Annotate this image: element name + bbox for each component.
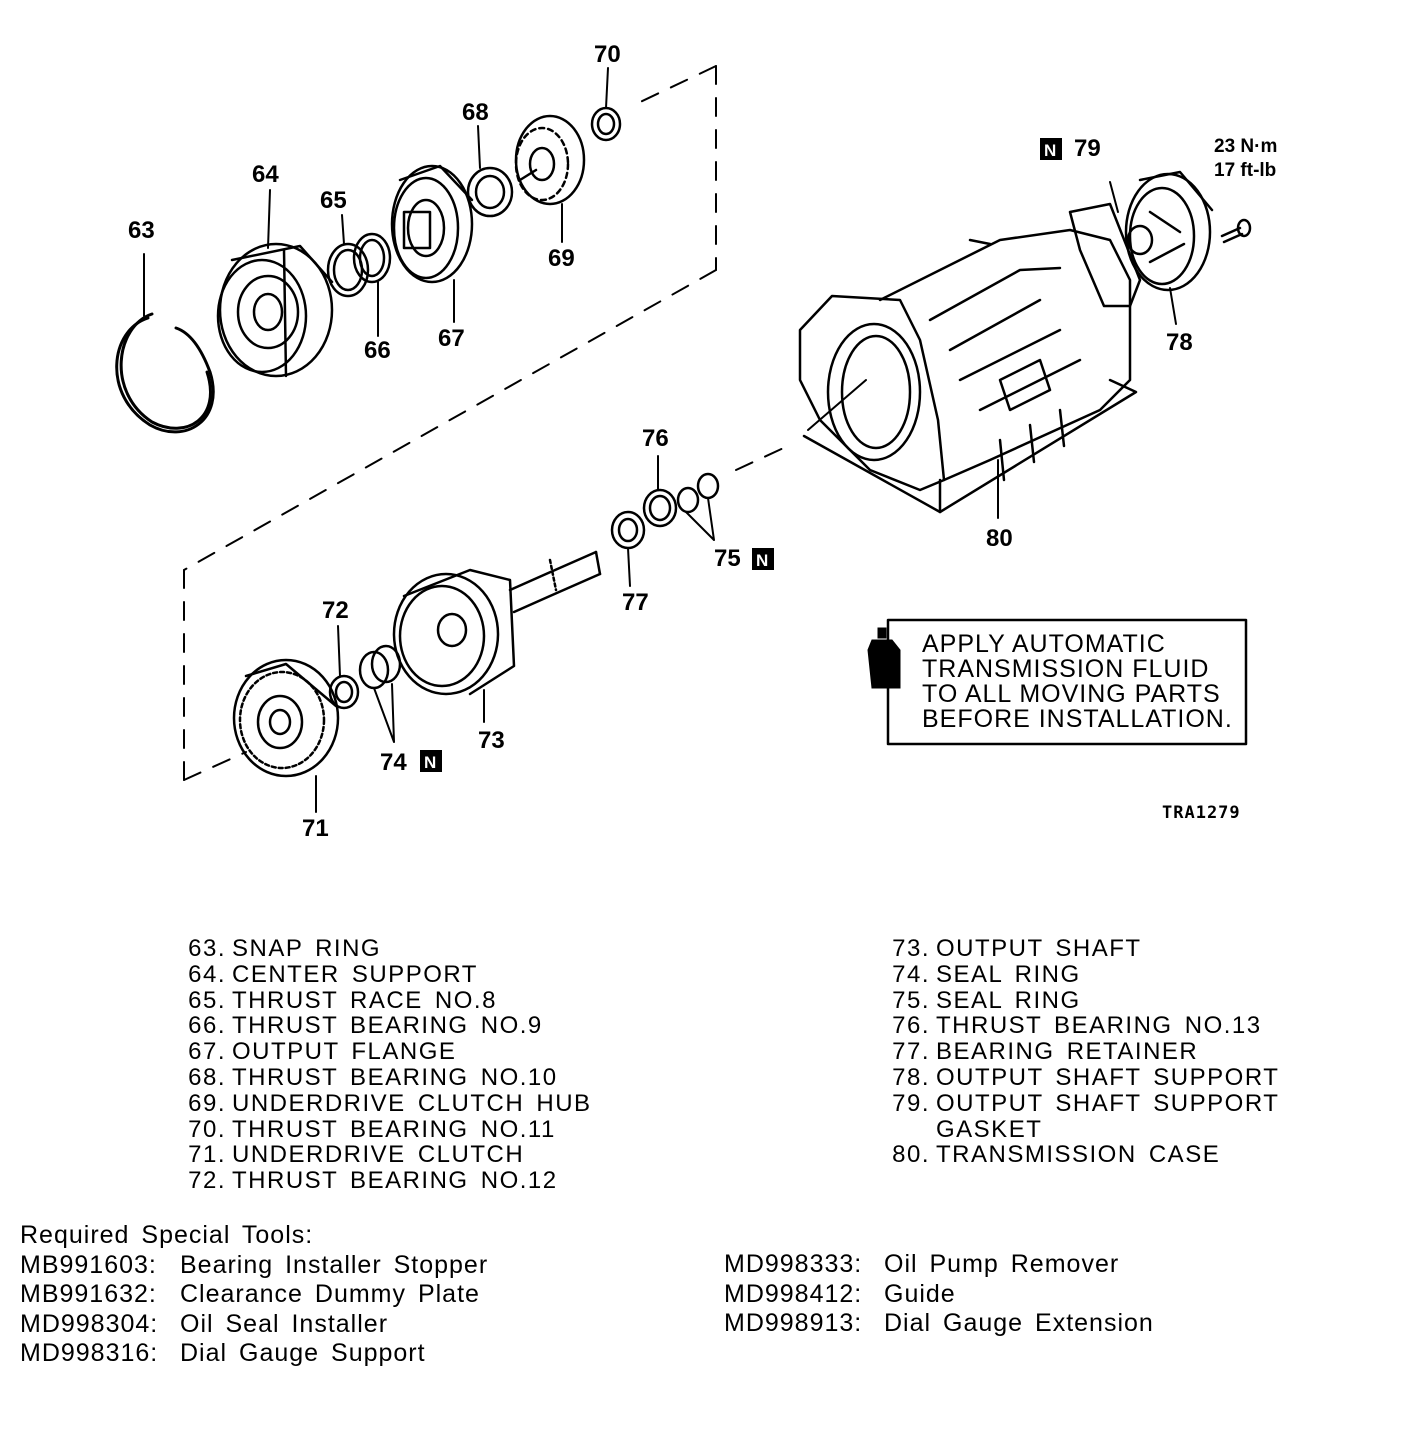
callout-78: 78: [1166, 329, 1193, 356]
callout-79: 79: [1074, 135, 1101, 162]
parts-list-right: 73.OUTPUT SHAFT 74.SEAL RING 75.SEAL RIN…: [884, 936, 1279, 1168]
part-75-seal-ring: [676, 472, 720, 514]
part-74-seal-ring: [358, 644, 402, 690]
part-66-thrust-bearing: [352, 232, 392, 284]
part-item: 79.OUTPUT SHAFT SUPPORT: [892, 1089, 1280, 1117]
callout-63: 63: [128, 217, 155, 244]
bolt: [1220, 218, 1252, 244]
part-item: 70.THRUST BEARING NO.11: [188, 1115, 556, 1143]
fluid-bottle-icon: [867, 627, 901, 689]
torque-ftlb: 17 ft-lb: [1214, 160, 1276, 181]
new-part-mark-75: N: [752, 548, 774, 570]
part-79-gasket: [1068, 202, 1142, 308]
exploded-view-diagram: 63 64 65 66 67 68 69 70 71 72 73 74 75 7…: [115, 41, 1277, 842]
callout-67: 67: [438, 325, 465, 352]
part-item: 71.UNDERDRIVE CLUTCH: [188, 1141, 525, 1169]
note-line-2: TRANSMISSION FLUID: [922, 655, 1209, 683]
part-item: 77.BEARING RETAINER: [892, 1038, 1199, 1066]
part-item: 67.OUTPUT FLANGE: [188, 1038, 457, 1066]
part-item: GASKET: [936, 1115, 1043, 1143]
part-71-underdrive-clutch: [232, 658, 340, 778]
part-73-output-shaft: [392, 550, 602, 696]
alignment-lines: [183, 65, 791, 781]
tool-item: MD998304:Oil Seal Installer: [20, 1309, 389, 1338]
part-80-transmission-case: [798, 228, 1138, 514]
part-72-thrust-bearing: [328, 674, 360, 710]
callout-64: 64: [252, 161, 279, 188]
part-77-bearing-retainer: [610, 510, 646, 550]
tool-item: MD998316:Dial Gauge Support: [20, 1339, 426, 1367]
part-item: 75.SEAL RING: [892, 986, 1081, 1014]
parts-list-left: 63.SNAP RING 64.CENTER SUPPORT 65.THRUST…: [180, 936, 592, 1194]
svg-text:N: N: [1044, 141, 1056, 160]
callout-65: 65: [320, 187, 347, 214]
callout-80: 80: [986, 525, 1013, 552]
part-item: 72.THRUST BEARING NO.12: [188, 1167, 558, 1195]
figure-code: TRA1279: [1162, 803, 1241, 823]
leader-lines: [143, 67, 1177, 813]
tool-item: MB991603:Bearing Installer Stopper: [20, 1250, 489, 1279]
special-tools-left: Required Special Tools: MB991603:Bearing…: [20, 1221, 488, 1369]
part-item: 78.OUTPUT SHAFT SUPPORT: [892, 1063, 1280, 1091]
callout-74: 74: [380, 749, 407, 776]
part-67-output-flange: [390, 164, 474, 284]
tools-heading: Required Special Tools:: [20, 1221, 314, 1249]
part-63-snap-ring: [115, 312, 215, 434]
part-76-thrust-bearing: [642, 488, 678, 528]
part-item: 63.SNAP RING: [188, 935, 382, 962]
note-line-1: APPLY AUTOMATIC: [922, 630, 1166, 658]
torque-nm: 23 N·m: [1214, 136, 1277, 157]
part-68-thrust-bearing: [466, 166, 514, 218]
part-item: 65.THRUST RACE NO.8: [188, 986, 497, 1014]
part-item: 64.CENTER SUPPORT: [188, 960, 478, 988]
tool-item: MB991632:Clearance Dummy Plate: [20, 1280, 480, 1308]
tool-item: MD998333:Oil Pump Remover: [724, 1250, 1120, 1278]
callout-72: 72: [322, 597, 349, 624]
part-item: 76.THRUST BEARING NO.13: [892, 1012, 1262, 1040]
part-item: 69.UNDERDRIVE CLUTCH HUB: [188, 1089, 592, 1117]
part-64-center-support: [216, 242, 334, 378]
tool-item: MD998412:Guide: [724, 1279, 956, 1308]
callout-73: 73: [478, 727, 505, 754]
callout-71: 71: [302, 815, 329, 842]
callout-68: 68: [462, 99, 489, 126]
callout-77: 77: [622, 589, 649, 616]
part-item: 68.THRUST BEARING NO.10: [188, 1063, 558, 1091]
svg-text:N: N: [424, 753, 436, 772]
new-part-mark-79: N: [1040, 138, 1062, 160]
svg-text:N: N: [756, 551, 768, 570]
callout-66: 66: [364, 337, 391, 364]
part-item: 66.THRUST BEARING NO.9: [188, 1012, 543, 1040]
part-item: 73.OUTPUT SHAFT: [892, 935, 1142, 962]
tool-item: MD998913:Dial Gauge Extension: [724, 1309, 1154, 1337]
part-70-thrust-bearing: [590, 106, 622, 142]
note-line-3: TO ALL MOVING PARTS: [922, 680, 1221, 708]
callout-69: 69: [548, 245, 575, 272]
special-tools-right: MD998333:Oil Pump Remover MD998412:Guide…: [724, 1250, 1154, 1339]
part-item: 80.TRANSMISSION CASE: [892, 1141, 1221, 1169]
new-part-mark-74: N: [420, 750, 442, 772]
part-item: 74.SEAL RING: [892, 960, 1081, 988]
callout-70: 70: [594, 41, 621, 68]
callout-76: 76: [642, 425, 669, 452]
part-69-underdrive-clutch-hub: [514, 114, 586, 206]
part-78-output-shaft-support: [1124, 170, 1214, 292]
note-line-4: BEFORE INSTALLATION.: [922, 705, 1233, 733]
callout-75: 75: [714, 545, 741, 572]
